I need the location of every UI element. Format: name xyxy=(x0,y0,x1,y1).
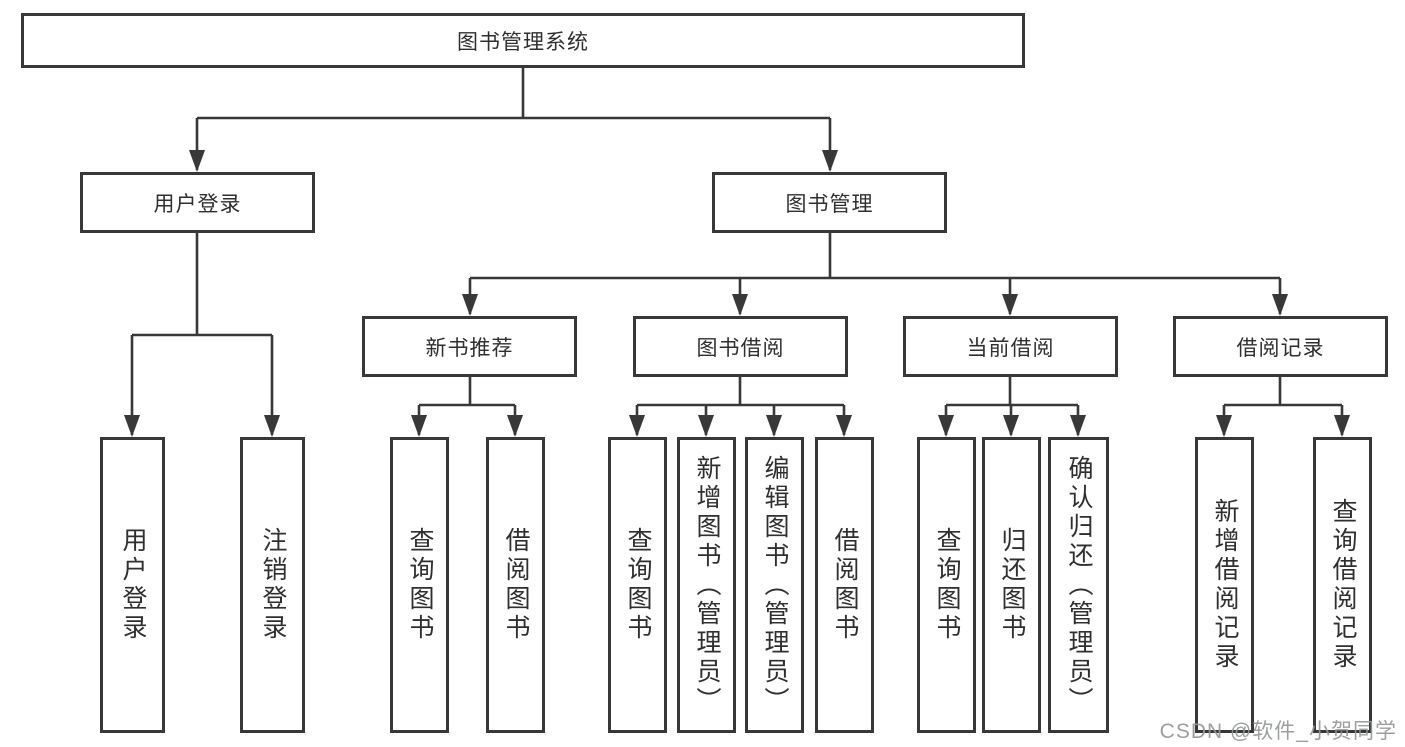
node-current-borrowing: 当前借阅 xyxy=(903,316,1118,377)
leaf-br-add-record: 新增借阅记录 xyxy=(1195,437,1254,733)
node-user-login: 用户登录 xyxy=(80,172,315,233)
csdn-watermark: CSDN @软件_小贺同学 xyxy=(1159,720,1397,743)
leaf-cb-query-books: 查询图书 xyxy=(917,437,976,733)
node-root-library-system: 图书管理系统 xyxy=(21,13,1025,68)
leaf-cb-confirm-return-admin: 确认归还（管理员） xyxy=(1048,437,1109,733)
leaf-bb-add-books-admin: 新增图书（管理员） xyxy=(677,437,736,733)
leaf-logout: 注销登录 xyxy=(240,437,305,733)
node-book-borrowing: 图书借阅 xyxy=(633,316,848,377)
leaf-br-query-record: 查询借阅记录 xyxy=(1313,437,1372,733)
leaf-nbr-query-books: 查询图书 xyxy=(390,437,449,733)
node-book-management: 图书管理 xyxy=(712,172,947,233)
leaf-cb-return-books: 归还图书 xyxy=(982,437,1041,733)
leaf-nbr-borrow-books: 借阅图书 xyxy=(486,437,545,733)
leaf-bb-edit-books-admin: 编辑图书（管理员） xyxy=(745,437,804,733)
leaf-bb-borrow-books: 借阅图书 xyxy=(815,437,874,733)
node-new-book-recommendation: 新书推荐 xyxy=(362,316,577,377)
leaf-bb-query-books: 查询图书 xyxy=(608,437,667,733)
node-borrowing-records: 借阅记录 xyxy=(1173,316,1388,377)
leaf-user-login: 用户登录 xyxy=(100,437,165,733)
